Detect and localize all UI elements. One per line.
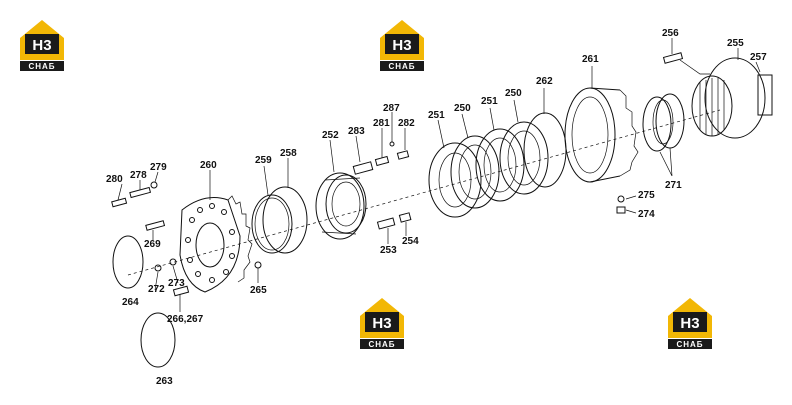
callout-269: 269 bbox=[144, 239, 161, 250]
part-278-bolt bbox=[129, 186, 152, 199]
part-287-ball bbox=[389, 141, 395, 147]
logo-watermark-bottom-center: H3 СНАБ bbox=[360, 298, 404, 349]
logo-text: H3 bbox=[680, 315, 699, 332]
leader-lines bbox=[117, 38, 761, 312]
logo-text: H3 bbox=[372, 315, 391, 332]
callout-254: 254 bbox=[402, 236, 419, 247]
logo-subtext: СНАБ bbox=[676, 340, 703, 349]
logo-watermark-top-left: H3 СНАБ bbox=[20, 20, 64, 71]
callout-266-267: 266,267 bbox=[167, 314, 204, 325]
callout-255: 255 bbox=[727, 38, 744, 49]
callout-263: 263 bbox=[156, 376, 173, 387]
callout-258: 258 bbox=[280, 148, 297, 159]
part-263-gasket bbox=[140, 312, 176, 368]
callout-264: 264 bbox=[122, 297, 139, 308]
part-279-washer bbox=[150, 181, 158, 189]
part-264-gasket bbox=[112, 235, 144, 289]
callout-272: 272 bbox=[148, 284, 165, 295]
part-259-ring-inner bbox=[254, 197, 290, 251]
callout-279: 279 bbox=[150, 162, 167, 173]
logo-watermark-bottom-right: H3 СНАБ bbox=[668, 298, 712, 349]
part-254-bolt bbox=[398, 212, 412, 223]
callout-252: 252 bbox=[322, 130, 339, 141]
axis-centerline bbox=[127, 109, 721, 276]
logo-text: H3 bbox=[392, 37, 411, 54]
callout-260: 260 bbox=[200, 160, 217, 171]
part-250-steel-disc bbox=[450, 135, 500, 209]
callout-261: 261 bbox=[582, 54, 599, 65]
part-283-spring bbox=[352, 161, 374, 175]
part-266-bolt bbox=[172, 285, 190, 297]
callout-251-a: 251 bbox=[428, 110, 445, 121]
callout-275: 275 bbox=[638, 190, 655, 201]
part-271-ring-a bbox=[642, 96, 672, 152]
callout-257: 257 bbox=[750, 52, 767, 63]
callout-256: 256 bbox=[662, 28, 679, 39]
part-261-drum bbox=[564, 87, 639, 183]
logo-subtext: СНАБ bbox=[28, 62, 55, 71]
part-251-friction-disc-2 bbox=[475, 128, 525, 202]
callout-250-a: 250 bbox=[454, 103, 471, 114]
part-251-friction-disc bbox=[428, 142, 482, 218]
part-274-plug bbox=[616, 206, 626, 214]
callout-251-b: 251 bbox=[481, 96, 498, 107]
part-258-ring bbox=[262, 186, 308, 254]
part-269-bolt bbox=[145, 220, 166, 231]
part-255-hub bbox=[691, 57, 773, 139]
part-273-plug bbox=[169, 258, 177, 266]
callout-283: 283 bbox=[348, 126, 365, 137]
logo-subtext: СНАБ bbox=[388, 62, 415, 71]
callout-281: 281 bbox=[373, 118, 390, 129]
callout-271: 271 bbox=[665, 180, 682, 191]
part-281-pin bbox=[374, 155, 390, 167]
part-253-pin bbox=[376, 217, 396, 230]
part-271-ring-c bbox=[652, 99, 674, 145]
callout-274: 274 bbox=[638, 209, 655, 220]
callout-282: 282 bbox=[398, 118, 415, 129]
part-250-steel-disc-2 bbox=[499, 121, 549, 195]
part-265-oring bbox=[254, 261, 262, 269]
logo-watermark-top-center: H3 СНАБ bbox=[380, 20, 424, 71]
part-282-bolt bbox=[396, 150, 410, 160]
callout-265: 265 bbox=[250, 285, 267, 296]
part-272-plug bbox=[154, 264, 162, 272]
callout-280: 280 bbox=[106, 174, 123, 185]
part-260-cover bbox=[179, 195, 253, 293]
callout-287: 287 bbox=[383, 103, 400, 114]
part-280-bolt bbox=[111, 197, 128, 208]
callout-262: 262 bbox=[536, 76, 553, 87]
callout-253: 253 bbox=[380, 245, 397, 256]
logo-text: H3 bbox=[32, 37, 51, 54]
callout-273: 273 bbox=[168, 278, 185, 289]
part-252-piston bbox=[315, 172, 367, 240]
callout-259: 259 bbox=[255, 155, 272, 166]
part-256-bolt bbox=[662, 52, 684, 64]
part-275-plug bbox=[617, 195, 625, 203]
callout-250-b: 250 bbox=[505, 88, 522, 99]
logo-subtext: СНАБ bbox=[368, 340, 395, 349]
part-259-ring bbox=[251, 194, 293, 254]
callout-278: 278 bbox=[130, 170, 147, 181]
